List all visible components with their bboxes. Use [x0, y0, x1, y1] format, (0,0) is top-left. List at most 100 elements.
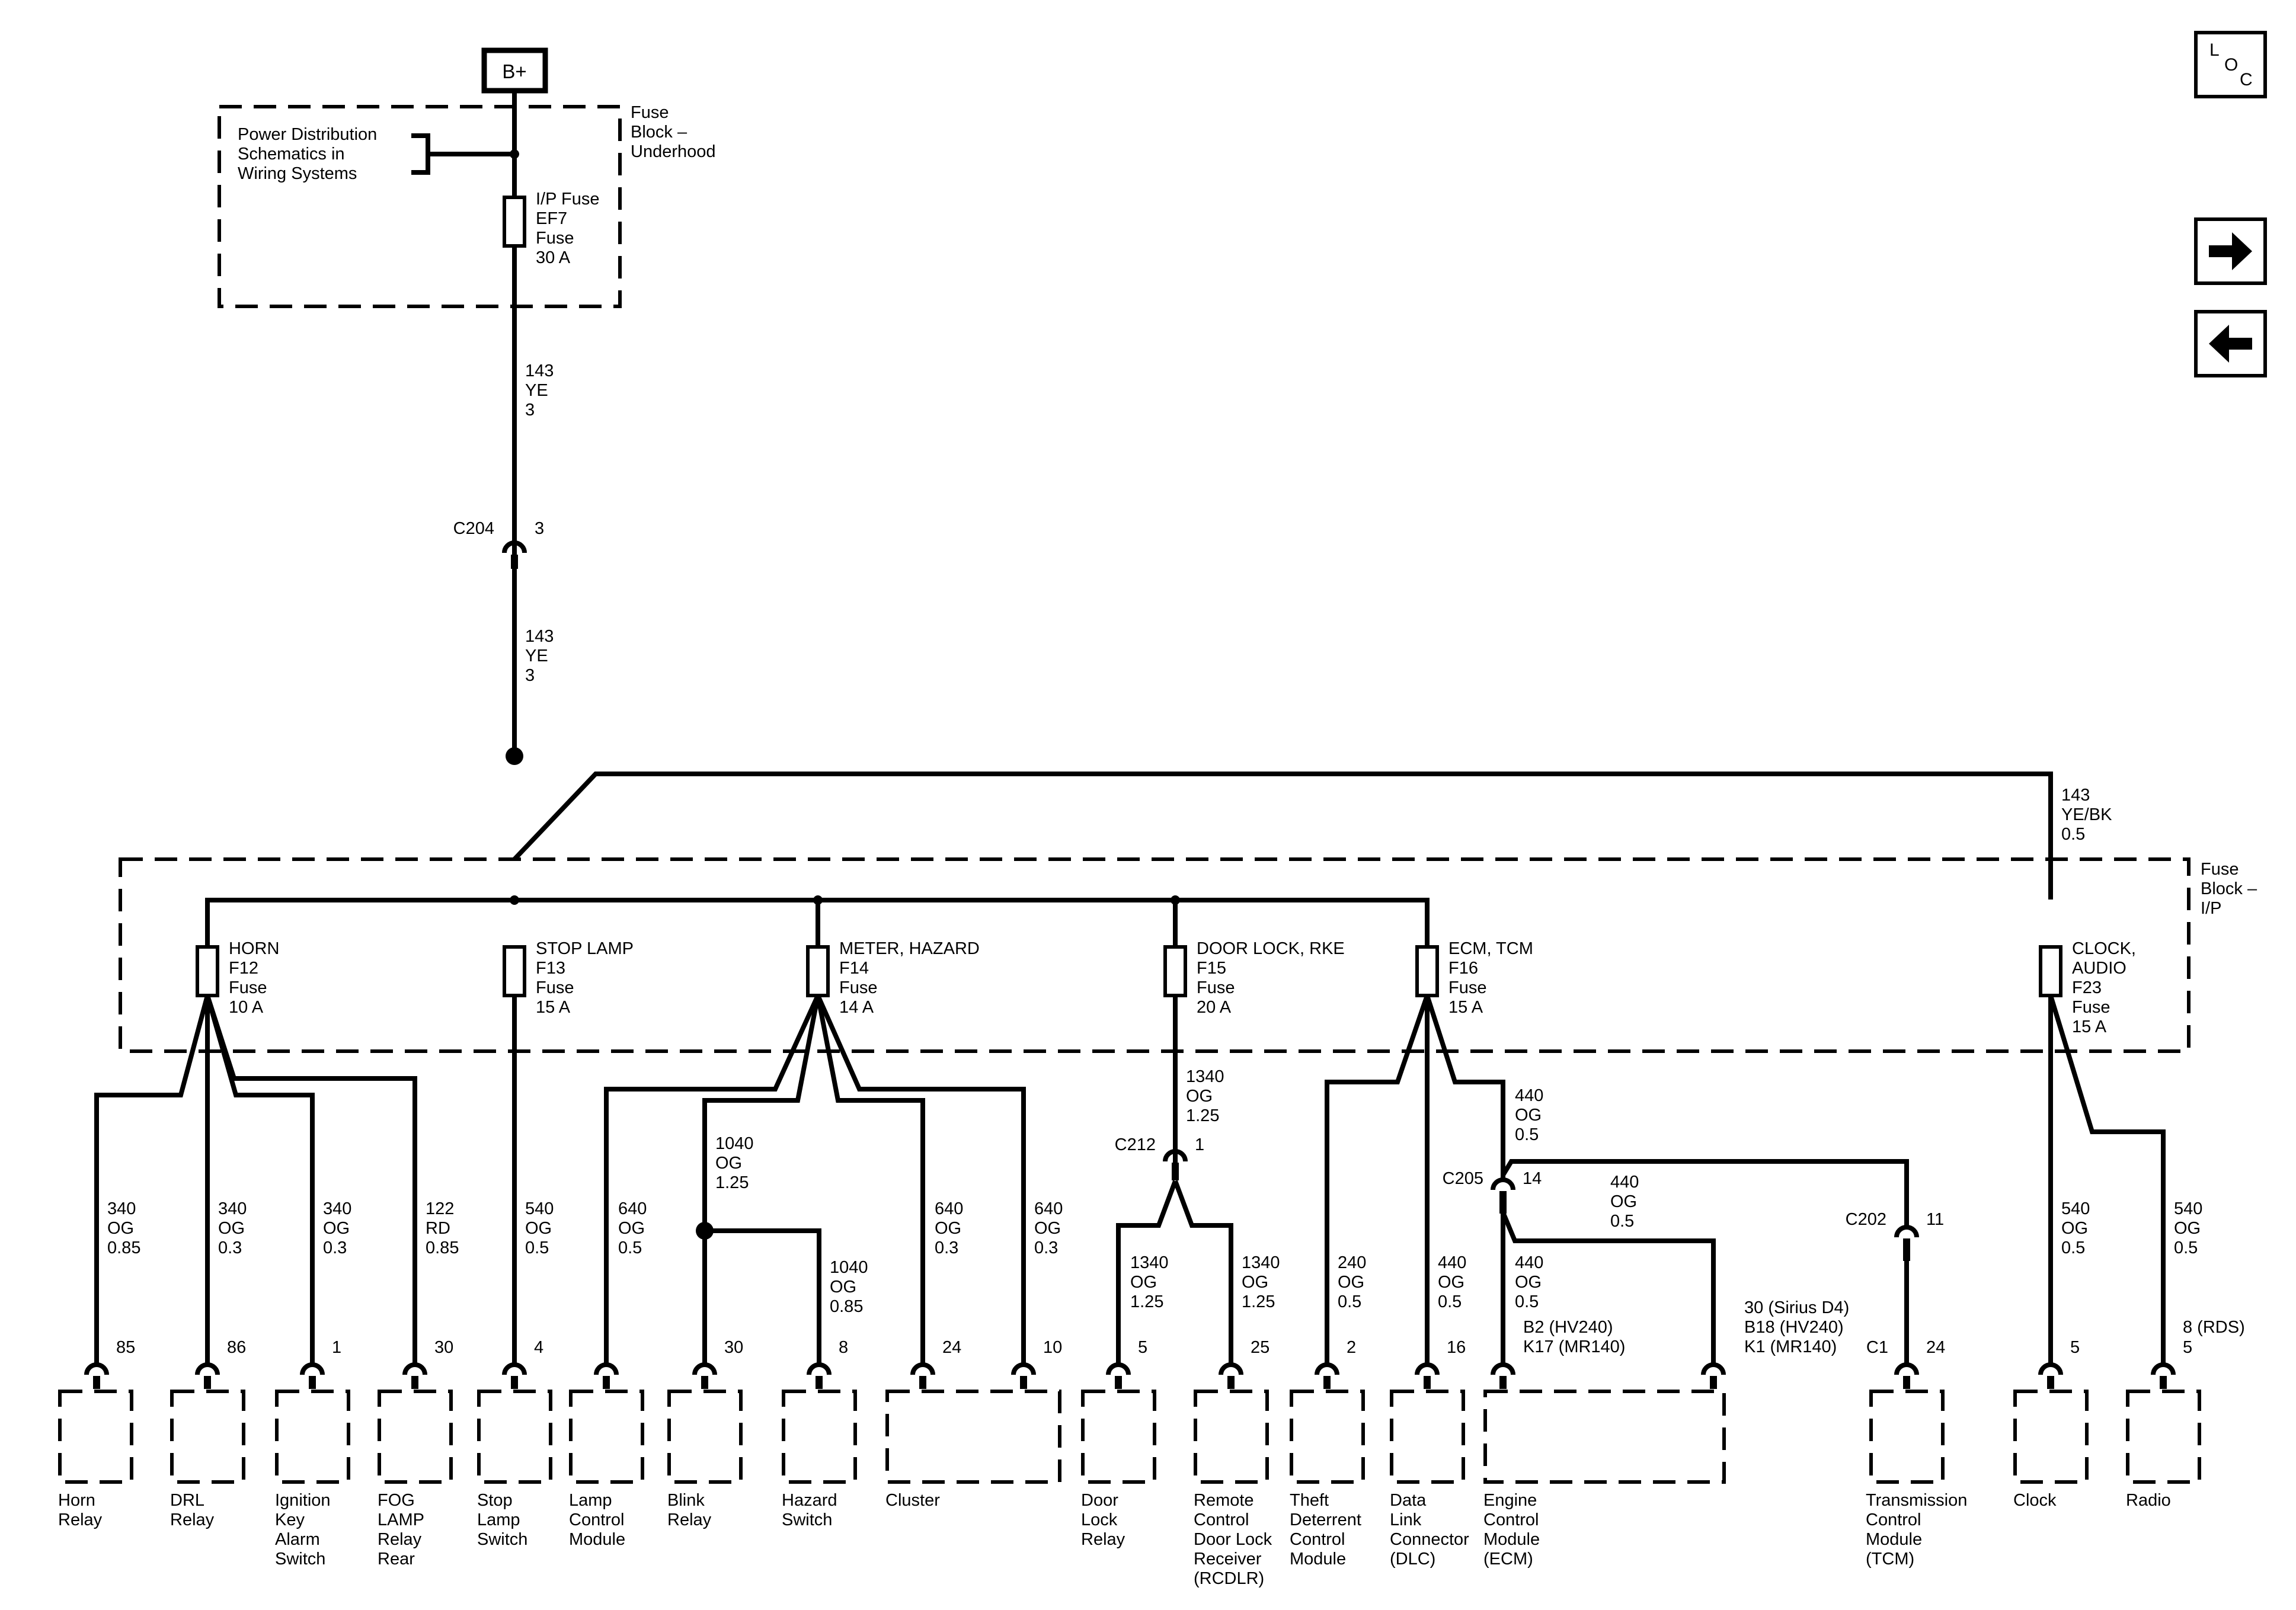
fuse-ecm-4: 15 A	[1448, 998, 1483, 1017]
wl-tcm-2: OG	[1610, 1192, 1637, 1211]
wl-door-trunk-1: 1340	[1186, 1067, 1224, 1086]
cn-blink-1: Blink	[667, 1491, 705, 1510]
wire-143-ye-bk	[513, 772, 2053, 900]
fuse-door-lock	[1163, 945, 1187, 997]
pin-drl-relay: 86	[227, 1338, 246, 1357]
cn-tcm-1: Transmission	[1866, 1491, 1967, 1510]
wl-hazard-1: 1040	[830, 1258, 868, 1277]
next-page-button[interactable]	[2194, 217, 2267, 285]
pin-radio-rds: 8 (RDS)	[2183, 1318, 2245, 1337]
fuse-ecm-1: ECM, TCM	[1448, 939, 1533, 958]
cn-ecm-1: Engine	[1483, 1491, 1537, 1510]
wl-ecm-trunk-1: 440	[1515, 1086, 1543, 1105]
wl-cluster-b-1: 640	[1034, 1199, 1063, 1218]
wl-door-relay-1: 1340	[1130, 1253, 1169, 1272]
splice-main	[506, 747, 523, 765]
c212-pin: 1	[1195, 1135, 1204, 1154]
pin-horn-relay: 85	[116, 1338, 135, 1357]
box-lamp-control	[569, 1390, 644, 1484]
connector-c204: C204 3	[453, 519, 544, 569]
wire-143-b-1: 143	[525, 627, 554, 646]
fuse-stop-2: F13	[536, 959, 565, 978]
wl-radio-2: OG	[2174, 1219, 2201, 1238]
cn-fog-3: Relay	[378, 1530, 422, 1549]
wl-stop-1: 540	[525, 1199, 554, 1218]
underhood-label-2: Block –	[631, 123, 687, 142]
pin-ecm-right-2: B18 (HV240)	[1744, 1318, 1844, 1337]
fuse-door-1: DOOR LOCK, RKE	[1197, 939, 1345, 958]
wire-tcm	[1501, 1159, 1909, 1227]
splice-bus-meter	[813, 895, 823, 905]
wire-143-a-1: 143	[525, 361, 554, 380]
cn-stop-2: Lamp	[477, 1510, 520, 1529]
wire-ye-bk-1: 143	[2061, 786, 2090, 805]
wl-theft-3: 0.5	[1338, 1292, 1361, 1311]
cn-hazard-1: Hazard	[782, 1491, 837, 1510]
power-ref-line-2: Schematics in	[238, 145, 345, 164]
fuse-horn	[196, 945, 219, 997]
box-blink-relay	[667, 1390, 743, 1484]
cn-blink-2: Relay	[667, 1510, 712, 1529]
fuse-door-2: F15	[1197, 959, 1226, 978]
wl-tcm-1: 440	[1610, 1173, 1639, 1192]
wl-blink-2: OG	[715, 1154, 742, 1173]
fuse-stop-label: STOP LAMP F13 Fuse 15 A	[536, 939, 634, 1017]
arrow-left-icon	[2209, 325, 2252, 363]
loc-button[interactable]: L O C	[2194, 31, 2267, 98]
power-distribution-ref: Power Distribution Schematics in Wiring …	[238, 125, 377, 183]
wl-drl-1: 340	[218, 1199, 247, 1218]
box-door-relay	[1081, 1390, 1156, 1484]
wl-fog-2: RD	[426, 1219, 450, 1238]
wl-cluster-b-2: OG	[1034, 1219, 1061, 1238]
c212-name: C212	[1115, 1135, 1156, 1154]
box-cluster	[885, 1390, 1061, 1484]
pin-clock: 5	[2070, 1338, 2080, 1357]
pin-hazard: 8	[839, 1338, 848, 1357]
fuse-meter-3: Fuse	[839, 978, 877, 997]
c202-pin: 11	[1926, 1210, 1944, 1229]
arrow-right-icon	[2209, 232, 2252, 270]
wire-theft	[1325, 994, 1430, 1365]
fuse-block-underhood-label: Fuse Block – Underhood	[631, 103, 716, 161]
cn-drl-1: DRL	[170, 1491, 204, 1510]
splice-bus-door	[1171, 895, 1180, 905]
wl-blink-3: 1.25	[715, 1173, 749, 1192]
wl-door-relay-3: 1.25	[1130, 1292, 1163, 1311]
wl-ecm-trunk-3: 0.5	[1515, 1125, 1539, 1144]
ip-fuse-line-4: 30 A	[536, 248, 571, 267]
fuse-clock-2: AUDIO	[2072, 959, 2126, 978]
wl-hazard-3: 0.85	[830, 1297, 863, 1316]
prev-page-button[interactable]	[2194, 310, 2267, 377]
cn-dlc-1: Data	[1390, 1491, 1427, 1510]
fuse-clock-1: CLOCK,	[2072, 939, 2136, 958]
cn-lamp-3: Module	[569, 1530, 625, 1549]
wl-ign-2: OG	[323, 1219, 350, 1238]
fuse-horn-1: HORN	[229, 939, 279, 958]
fuse-door-4: 20 A	[1197, 998, 1232, 1017]
cn-dlc-4: (DLC)	[1390, 1550, 1435, 1569]
loc-letter-o: O	[2224, 55, 2238, 75]
wl-ecm-2: OG	[1515, 1273, 1542, 1292]
component-connectors	[84, 1362, 2176, 1389]
wire-ye-bk-2: YE/BK	[2061, 805, 2112, 824]
pin-fog: 30	[434, 1338, 453, 1357]
wl-cluster-a-3: 0.3	[935, 1238, 958, 1257]
wire-door-relay	[1116, 1180, 1178, 1365]
wl-cluster-b-3: 0.3	[1034, 1238, 1058, 1257]
wl-dlc-3: 0.5	[1438, 1292, 1462, 1311]
wire-hazard	[705, 1228, 821, 1365]
cn-door-2: Lock	[1081, 1510, 1118, 1529]
wl-drl-3: 0.3	[218, 1238, 242, 1257]
fuse-meter-hazard	[806, 945, 830, 997]
cn-horn-relay-1: Horn	[58, 1491, 95, 1510]
fuse-meter-2: F14	[839, 959, 869, 978]
c202-name: C202	[1846, 1210, 1886, 1229]
wl-hazard-2: OG	[830, 1278, 856, 1297]
wire-radio	[2048, 994, 2166, 1365]
fuse-stop-1: STOP LAMP	[536, 939, 634, 958]
cn-ign-4: Switch	[275, 1550, 325, 1569]
wl-fog-1: 122	[426, 1199, 454, 1218]
wire-143-a-2: YE	[525, 381, 548, 400]
loc-letter-c: C	[2240, 70, 2253, 89]
fuse-block-ip-outline	[119, 857, 2191, 1053]
